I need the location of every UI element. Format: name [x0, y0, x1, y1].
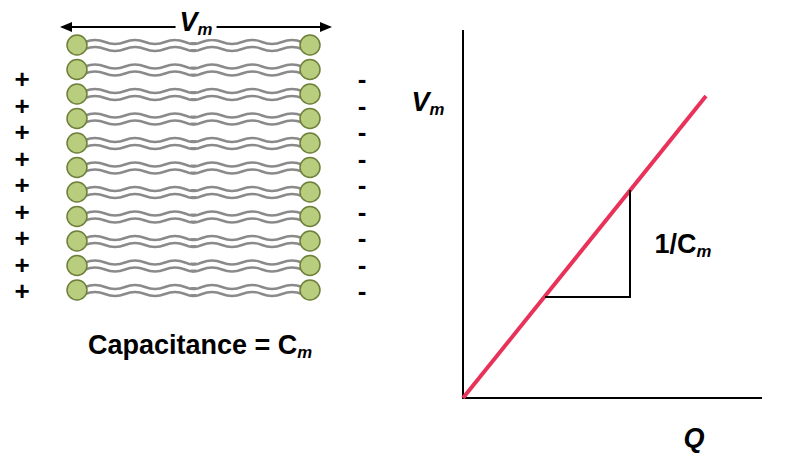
charge-sign: +	[14, 278, 29, 304]
axis-label: Q	[683, 425, 704, 452]
charge-sign: -	[358, 225, 367, 251]
graph-axes	[462, 30, 762, 399]
charge-sign: -	[358, 66, 367, 92]
slope-label: 1/Cm	[655, 231, 712, 261]
subscript: m	[430, 100, 445, 119]
charge-sign: +	[14, 93, 29, 119]
charge-sign: +	[14, 225, 29, 251]
subscript: m	[198, 20, 213, 39]
slope-triangle	[545, 190, 630, 297]
charge-sign: +	[14, 252, 29, 278]
axis-label: Vm	[412, 89, 445, 119]
charge-sign: -	[358, 146, 367, 172]
right-leaflet	[192, 35, 320, 300]
subscript: m	[697, 242, 712, 261]
charge-sign: -	[358, 278, 367, 304]
charge-sign: -	[358, 119, 367, 145]
charge-sign: +	[14, 199, 29, 225]
charge-sign: +	[14, 146, 29, 172]
charge-sign: -	[358, 93, 367, 119]
charge-sign: -	[358, 252, 367, 278]
charge-sign: -	[358, 172, 367, 198]
left-leaflet	[67, 35, 195, 300]
voltage-label: Vm	[176, 9, 217, 39]
subscript: m	[297, 343, 312, 362]
capacitance-label: Capacitance = Cm	[88, 332, 312, 362]
charge-sign: +	[14, 172, 29, 198]
charge-sign: +	[14, 119, 29, 145]
charge-sign: -	[358, 199, 367, 225]
charge-sign: +	[14, 66, 29, 92]
lipid-bilayer	[67, 35, 320, 300]
